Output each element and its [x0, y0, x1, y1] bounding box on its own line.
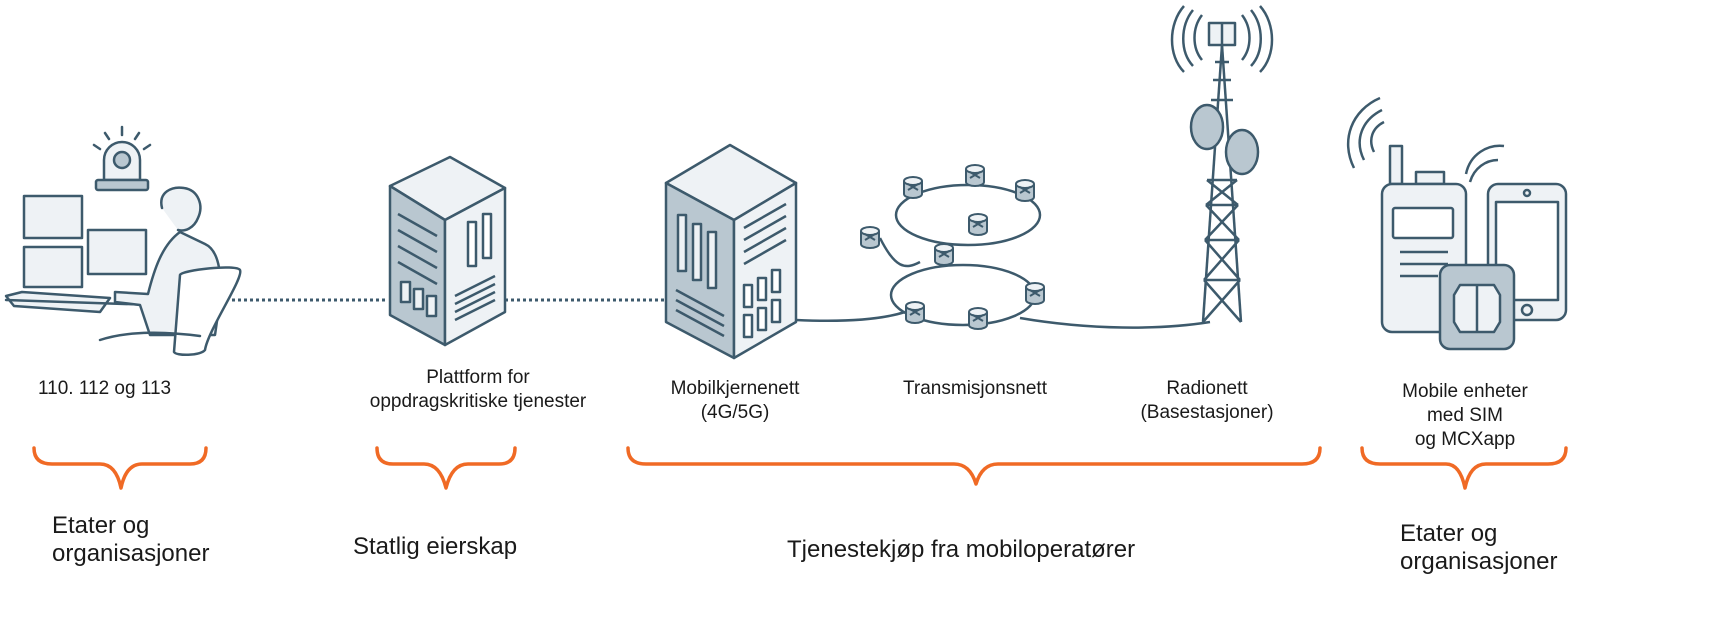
- link-transport-radio: [1019, 316, 1211, 329]
- brace-agencies-right: [1360, 446, 1568, 490]
- cell-tower-icon: [1170, 5, 1274, 323]
- label-dispatch: 110. 112 og 113: [38, 378, 172, 399]
- siren-icon: [92, 125, 152, 192]
- brace-agencies-left: [32, 446, 208, 490]
- group-agencies-left: Etater og organisasjoner: [52, 512, 210, 567]
- router-ring-icon: [860, 164, 1045, 330]
- link-core-transport: [795, 310, 906, 322]
- brace-state: [375, 446, 517, 490]
- label-transport: Transmisjonsnett: [903, 378, 1047, 399]
- brace-operators: [626, 446, 1322, 486]
- server-tower-icon: [388, 155, 507, 347]
- label-core-network: Mobilkjernenett (4G/5G): [670, 378, 800, 423]
- label-platform: Plattform for oppdragskritiske tjenester: [369, 367, 587, 412]
- dispatch-operator-icon: [4, 125, 242, 356]
- group-state: Statlig eierskap: [353, 533, 518, 560]
- label-radio: Radionett (Basestasjoner): [1140, 378, 1274, 423]
- label-devices: Mobile enheter med SIM og MCXapp: [1402, 381, 1528, 450]
- group-operators: Tjenestekjøp fra mobiloperatører: [787, 536, 1136, 563]
- mobile-devices-icon: [1346, 96, 1568, 351]
- group-agencies-right: Etater og organisasjoner: [1400, 520, 1558, 575]
- server-tower-icon: [664, 143, 798, 360]
